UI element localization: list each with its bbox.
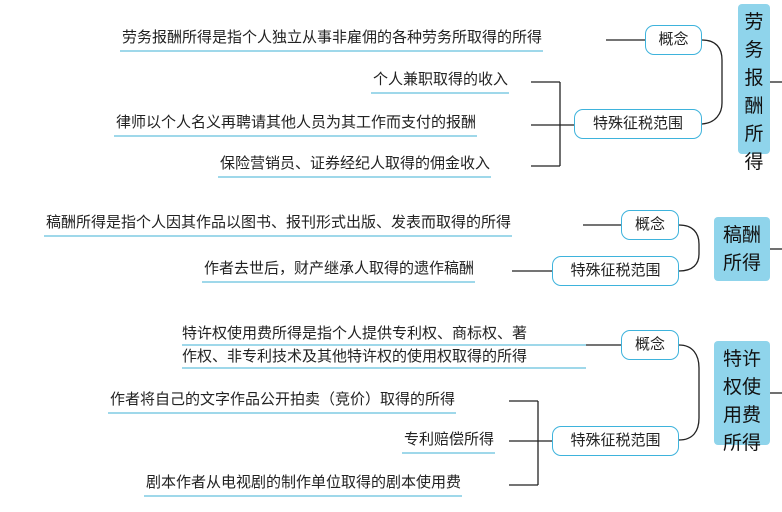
special-item: 专利赔偿所得: [402, 429, 496, 454]
concept-node: 概念: [645, 25, 702, 55]
special-item: 律师以个人名义再聘请其他人员为其工作而支付的报酬: [114, 112, 478, 137]
concept-definition: 劳务报酬所得是指个人独立从事非雇佣的各种劳务所取得的所得: [120, 27, 544, 52]
special-scope-node: 特殊征税范围: [552, 426, 679, 456]
special-scope-node: 特殊征税范围: [552, 256, 679, 286]
brace-connector: [678, 344, 700, 441]
category-node: 劳务报酬所得: [738, 4, 770, 173]
category-node: 稿酬所得: [714, 217, 770, 281]
special-item: 个人兼职取得的收入: [371, 69, 510, 94]
brace-connector: [701, 39, 723, 125]
brace-connector: [678, 224, 700, 272]
concept-definition: 稿酬所得是指个人因其作品以图书、报刊形式出版、发表而取得的所得: [44, 212, 513, 237]
special-item: 作者去世后，财产继承人取得的遗作稿酬: [202, 258, 476, 283]
concept-definition-line: 特许权使用费所得是指个人提供专利权、商标权、著: [182, 323, 586, 346]
concept-definition: 特许权使用费所得是指个人提供专利权、商标权、著 作权、非专利技术及其他特许权的使…: [180, 323, 587, 371]
concept-node: 概念: [621, 330, 679, 360]
category-node: 特许权使用费所得: [714, 341, 770, 454]
special-scope-node: 特殊征税范围: [574, 109, 702, 139]
special-item: 作者将自己的文字作品公开拍卖（竞价）取得的所得: [108, 389, 457, 414]
concept-node: 概念: [621, 210, 679, 240]
special-item: 保险营销员、证券经纪人取得的佣金收入: [218, 153, 492, 178]
concept-definition-line: 作权、非专利技术及其他特许权的使用权取得的所得: [182, 346, 586, 369]
special-item: 剧本作者从电视剧的制作单位取得的剧本使用费: [144, 472, 463, 497]
